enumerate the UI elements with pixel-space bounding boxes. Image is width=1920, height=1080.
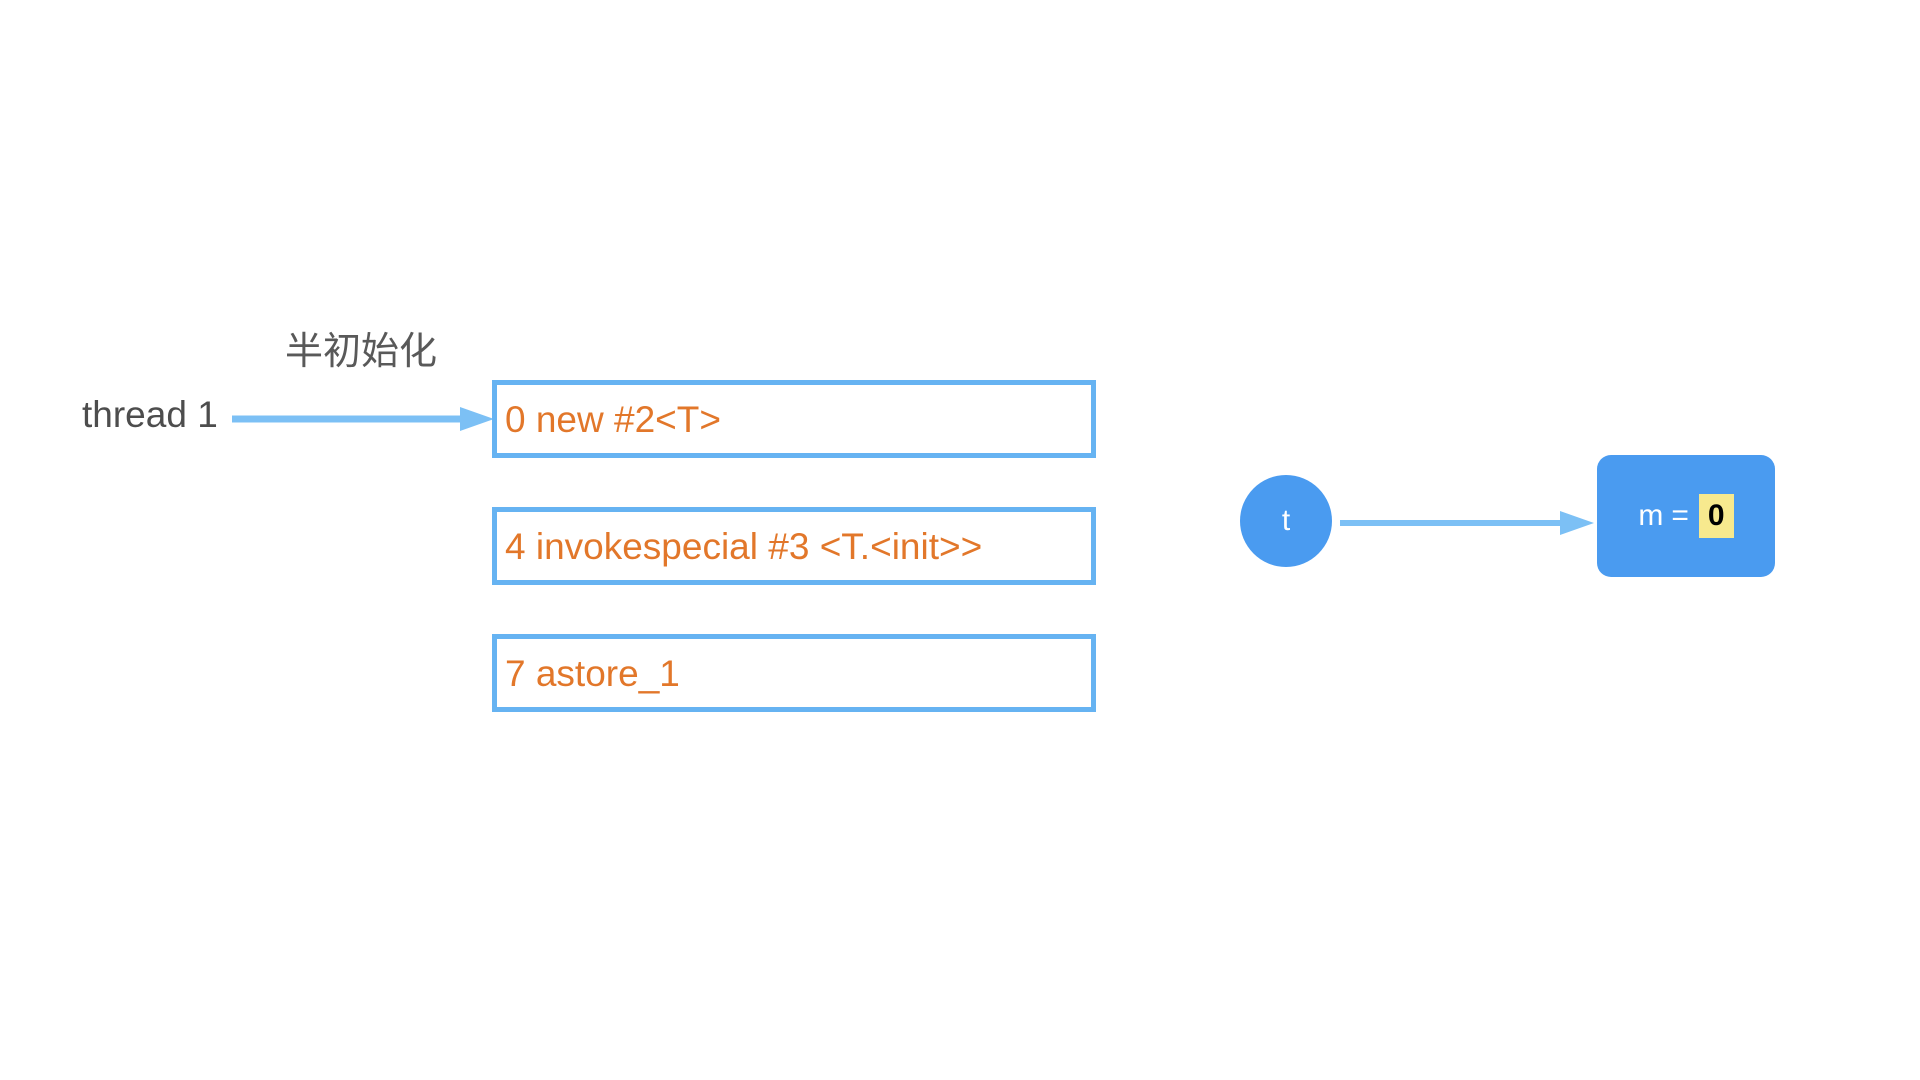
reference-variable-label: t — [1281, 504, 1291, 537]
object-field-equals: = — [1671, 499, 1689, 532]
object-field-row: m = 0 — [1638, 494, 1734, 538]
bytecode-instruction-text: 0 new #2<T> — [505, 398, 721, 440]
bytecode-instruction-text: 7 astore_1 — [505, 652, 680, 694]
half-initialized-annotation: 半初始化 — [285, 331, 438, 373]
heap-object-node[interactable]: m = 0 — [1597, 455, 1775, 577]
bytecode-instruction-box[interactable]: 0 new #2<T> — [492, 380, 1096, 458]
arrow-right-icon-object — [1340, 511, 1594, 535]
arrow-right-icon-thread — [232, 407, 494, 431]
bytecode-instruction-text: 4 invokespecial #3 <T.<init>> — [505, 525, 983, 567]
object-field-name: m — [1638, 499, 1664, 532]
reference-variable-node[interactable]: t — [1240, 475, 1332, 567]
bytecode-instruction-box[interactable]: 7 astore_1 — [492, 634, 1096, 712]
object-field-value: 0 — [1698, 494, 1734, 538]
thread-label: thread 1 — [82, 394, 218, 435]
bytecode-instruction-box[interactable]: 4 invokespecial #3 <T.<init>> — [492, 507, 1096, 585]
